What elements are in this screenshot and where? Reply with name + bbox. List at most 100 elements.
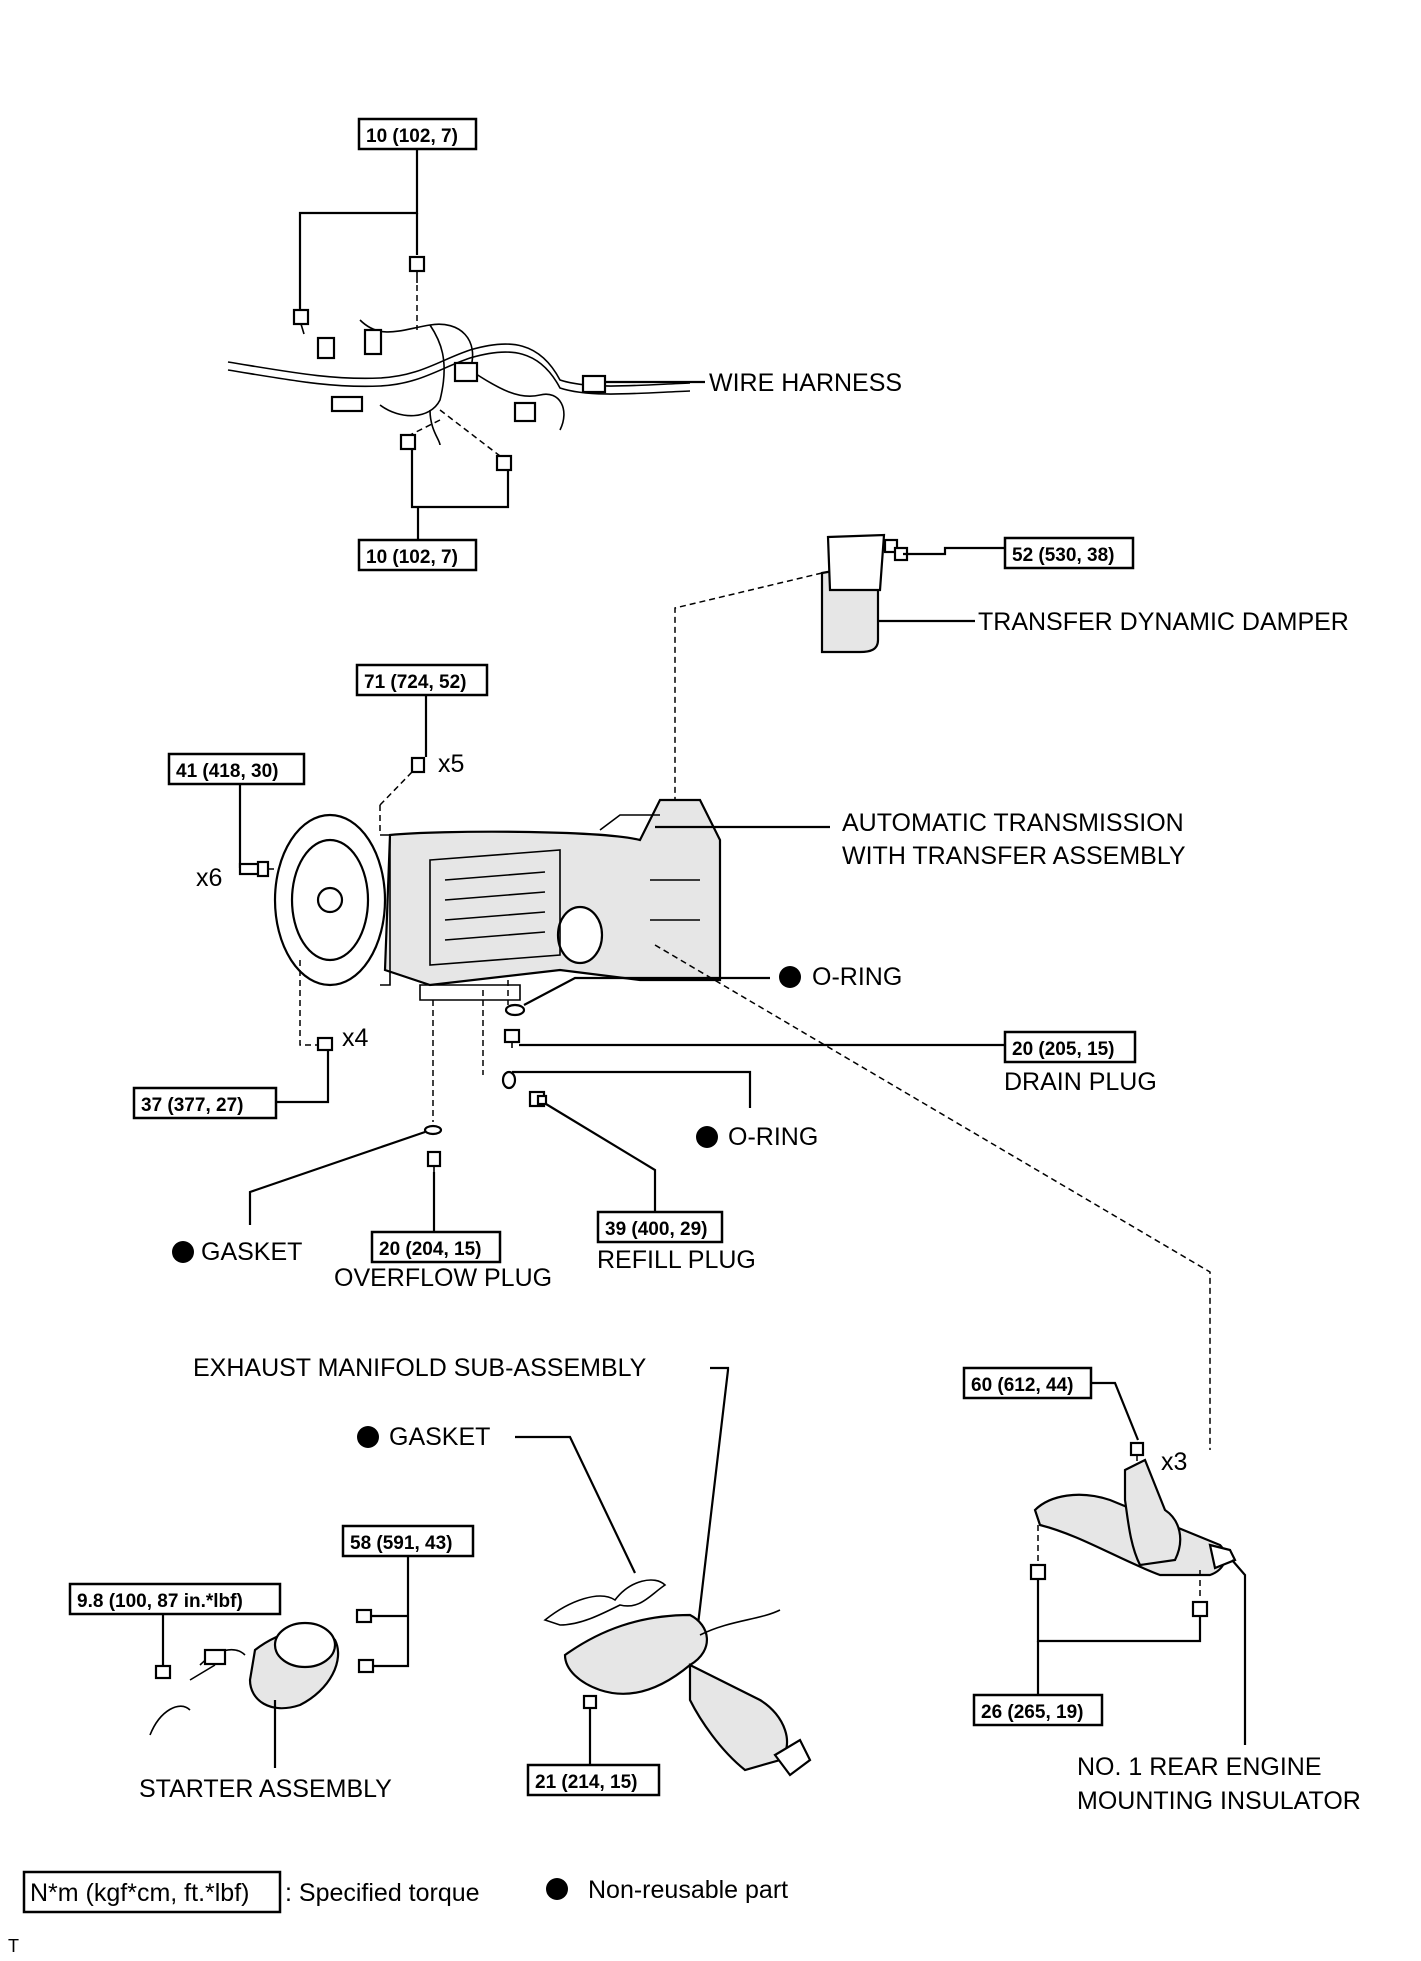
torque-refill: 39 (400, 29) bbox=[605, 1219, 707, 1240]
connector-icon bbox=[316, 336, 336, 360]
label-mount-line2: MOUNTING INSULATOR bbox=[1077, 1787, 1361, 1815]
label-gasket-2: GASKET bbox=[389, 1423, 490, 1451]
torque-box-starter-left bbox=[68, 1582, 282, 1616]
refill-plug-icon bbox=[528, 1090, 548, 1108]
torque-box-mount-top bbox=[962, 1366, 1093, 1400]
bolt-icon bbox=[292, 308, 310, 335]
bolt-icon bbox=[355, 1608, 373, 1624]
torque-overflow: 20 (204, 15) bbox=[379, 1239, 481, 1260]
connector-icon bbox=[453, 361, 479, 383]
legend-torque-box bbox=[22, 1870, 282, 1914]
torque-box-trans-left bbox=[167, 752, 306, 786]
bolt-icon bbox=[238, 860, 270, 878]
bolt-icon bbox=[1191, 1600, 1209, 1618]
connector-icon bbox=[363, 328, 383, 356]
nonreusable-dot-icon bbox=[172, 1241, 194, 1263]
bolt-icon bbox=[410, 756, 426, 774]
torque-box-overflow bbox=[370, 1230, 502, 1264]
nut-icon bbox=[582, 1694, 598, 1710]
count-x3: x3 bbox=[1161, 1448, 1187, 1476]
torque-exhaust: 21 (214, 15) bbox=[535, 1772, 637, 1793]
transmission-group: 71 (724, 52) x5 41 (418, 30) x6 x4 37 (3… bbox=[132, 663, 1211, 1450]
legend-torque-box-text: N*m (kgf*cm, ft.*lbf) bbox=[30, 1879, 249, 1907]
legend-nonreusable-dot-icon bbox=[546, 1878, 568, 1900]
torque-starter-top: 58 (591, 43) bbox=[350, 1533, 452, 1554]
nonreusable-dot-icon bbox=[779, 966, 801, 988]
torque-mount-bottom: 26 (265, 19) bbox=[981, 1702, 1083, 1723]
torque-box-trans-bottom bbox=[132, 1086, 278, 1120]
bolt-icon bbox=[316, 1036, 334, 1052]
drain-plug-icon bbox=[503, 1028, 521, 1048]
torque-box-drain bbox=[1003, 1030, 1137, 1064]
connector-icon bbox=[581, 374, 607, 394]
legend-nonreusable-desc: Non-reusable part bbox=[588, 1876, 788, 1904]
nonreusable-dot-icon bbox=[357, 1426, 379, 1448]
bolt-icon bbox=[408, 255, 426, 283]
bolt-icon bbox=[1029, 1563, 1047, 1581]
torque-trans-bottom: 37 (377, 27) bbox=[141, 1095, 243, 1116]
leader-wire-top bbox=[298, 149, 419, 310]
output-flange bbox=[556, 905, 604, 965]
torque-box-damper bbox=[1003, 536, 1135, 570]
label-starter: STARTER ASSEMBLY bbox=[139, 1775, 392, 1803]
torque-mount-top: 60 (612, 44) bbox=[971, 1375, 1073, 1396]
label-oring-1: O-RING bbox=[812, 963, 902, 991]
torque-wire-bottom: 10 (102, 7) bbox=[366, 547, 458, 568]
legend-torque-desc: : Specified torque bbox=[285, 1879, 480, 1907]
exhaust-gasket bbox=[543, 1579, 667, 1626]
damper-bracket bbox=[826, 533, 886, 592]
mount-group: 60 (612, 44) x3 26 (265, 19) NO. 1 REAR … bbox=[962, 1366, 1361, 1815]
bolt-icon bbox=[1129, 1441, 1145, 1457]
leader-wire-bottom bbox=[410, 449, 510, 509]
torque-box-wire-bottom bbox=[357, 538, 478, 572]
torque-box-starter-top bbox=[341, 1524, 475, 1558]
damper-group: 52 (530, 38) TRANSFER DYNAMIC DAMPER bbox=[674, 533, 1349, 865]
torque-starter-left: 9.8 (100, 87 in.*lbf) bbox=[77, 1591, 243, 1612]
label-exhaust-manifold: EXHAUST MANIFOLD SUB-ASSEMBLY bbox=[193, 1354, 647, 1382]
o-ring-icon bbox=[504, 1003, 526, 1017]
label-trans-line2: WITH TRANSFER ASSEMBLY bbox=[842, 842, 1186, 870]
torque-box-trans-top bbox=[355, 663, 489, 697]
connector-icon bbox=[330, 395, 364, 413]
legend: N*m (kgf*cm, ft.*lbf) : Specified torque… bbox=[22, 1870, 788, 1914]
bolt-icon bbox=[495, 454, 513, 472]
torque-box-mount-bottom bbox=[972, 1693, 1104, 1727]
wire-harness-group: 10 (102, 7) 10 (102, 7) WIRE HARNESS bbox=[227, 117, 902, 572]
starter-group: 58 (591, 43) 9.8 (100, 87 in.*lbf) START… bbox=[68, 1524, 475, 1803]
label-wire-harness: WIRE HARNESS bbox=[709, 369, 902, 397]
nonreusable-dot-icon bbox=[696, 1126, 718, 1148]
label-transfer-damper: TRANSFER DYNAMIC DAMPER bbox=[978, 608, 1349, 636]
label-drain-plug: DRAIN PLUG bbox=[1004, 1068, 1157, 1096]
count-x6: x6 bbox=[196, 864, 222, 892]
mount-insulator bbox=[1123, 1458, 1182, 1567]
o-ring-icon bbox=[501, 1070, 517, 1090]
torque-trans-top: 71 (724, 52) bbox=[364, 672, 466, 693]
bolt-icon bbox=[399, 433, 417, 451]
torque-wire-top: 10 (102, 7) bbox=[366, 126, 458, 147]
label-oring-2: O-RING bbox=[728, 1123, 818, 1151]
connector-icon bbox=[513, 401, 537, 423]
bolt-icon bbox=[357, 1658, 375, 1674]
torque-damper: 52 (530, 38) bbox=[1012, 545, 1114, 566]
catalytic-converter bbox=[688, 1663, 789, 1772]
torque-box-refill bbox=[596, 1210, 724, 1244]
label-mount-line1: NO. 1 REAR ENGINE bbox=[1077, 1753, 1322, 1781]
overflow-plug-icon bbox=[426, 1150, 442, 1172]
torque-box-exhaust bbox=[526, 1763, 661, 1797]
gasket-icon bbox=[423, 1124, 443, 1136]
torque-drain: 20 (205, 15) bbox=[1012, 1039, 1114, 1060]
exhaust-manifold-body bbox=[563, 1613, 708, 1695]
corner-mark: T bbox=[8, 1936, 19, 1956]
label-trans-line1: AUTOMATIC TRANSMISSION bbox=[842, 809, 1184, 837]
count-x4: x4 bbox=[342, 1024, 369, 1052]
torque-trans-left: 41 (418, 30) bbox=[176, 761, 278, 782]
exhaust-group: EXHAUST MANIFOLD SUB-ASSEMBLY GASKET 21 … bbox=[193, 1354, 812, 1797]
bolt-icon bbox=[883, 538, 909, 562]
label-refill-plug: REFILL PLUG bbox=[597, 1246, 756, 1274]
nut-icon bbox=[154, 1664, 172, 1680]
label-overflow-plug: OVERFLOW PLUG bbox=[334, 1264, 552, 1292]
count-x5: x5 bbox=[438, 750, 464, 778]
label-gasket-1: GASKET bbox=[201, 1238, 302, 1266]
